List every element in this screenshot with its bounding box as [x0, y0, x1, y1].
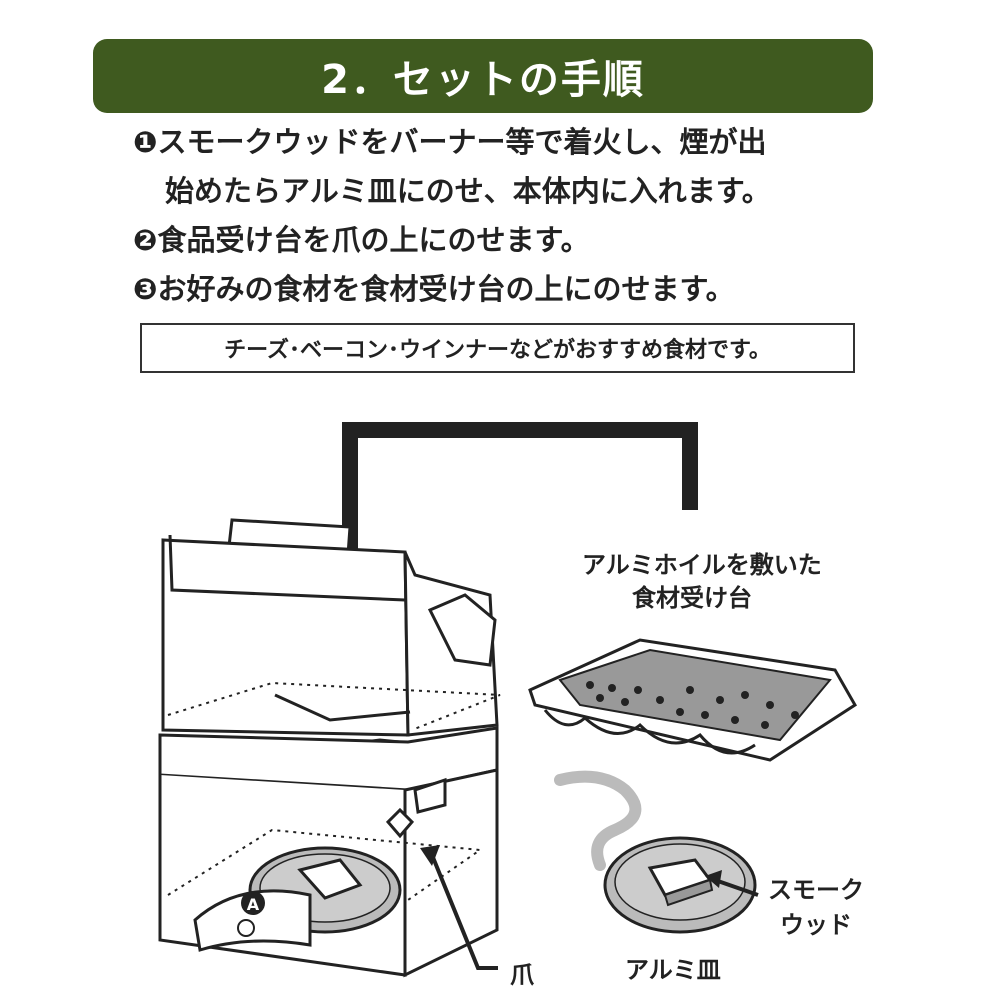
box-front-door — [193, 889, 312, 952]
recommendation-note: チーズ･ベーコン･ウインナーなどがおすすめ食材です。 — [140, 323, 855, 373]
box-lower-side — [403, 768, 499, 978]
smokewood-pointer-line — [714, 878, 759, 897]
rack-rail-1 — [274, 693, 411, 722]
tray-scallops — [543, 709, 756, 755]
setup-diagram: A — [158, 422, 858, 978]
step-2: ❷食品受け台を爪の上にのせます。 — [133, 223, 590, 257]
step-3: ❸お好みの食材を食材受け台の上にのせます。 — [133, 272, 735, 306]
door-badge — [241, 891, 265, 915]
tray-label-line-2: 食材受け台 — [632, 584, 752, 612]
smokewood-label-line-1: スモーク — [768, 876, 864, 904]
section-header: 2．セットの手順 — [93, 39, 873, 113]
tray-label-line-1: アルミホイルを敷いた — [582, 551, 822, 579]
steps-list: ❶スモークウッドをバーナー等で着火し、煙が出 始めたらアルミ皿にのせ、本体内に入… — [133, 118, 873, 314]
box-dotted-level-upper — [167, 681, 501, 731]
claw-pointer-line — [430, 854, 498, 970]
claw-diamond — [385, 807, 415, 839]
dish-label: アルミ皿 — [625, 956, 721, 984]
box-handle — [413, 777, 447, 814]
claw-pointer-head — [420, 845, 440, 866]
tray-foil — [558, 648, 832, 742]
tray-holes — [586, 681, 799, 729]
smoke-swirl — [554, 770, 642, 871]
smokewood-pointer-head — [705, 870, 722, 888]
step-1-line-1: ❶スモークウッドをバーナー等で着火し、煙が出 — [133, 125, 767, 159]
door-hole — [237, 919, 255, 937]
section-title: 2．セットの手順 — [321, 57, 645, 103]
recommendation-text: チーズ･ベーコン･ウインナーなどがおすすめ食材です。 — [224, 338, 771, 363]
step-1-line-2: 始めたらアルミ皿にのせ、本体内に入れます。 — [165, 174, 771, 208]
box-right-flap — [427, 593, 497, 667]
door-badge-letter: A — [247, 895, 260, 914]
smokewood-label-line-2: ウッド — [780, 911, 852, 939]
wood-block-in-box — [297, 858, 363, 900]
claw-label: 爪 — [510, 961, 534, 989]
box-top-edge — [168, 534, 406, 602]
wood-block-outside-side — [663, 878, 714, 907]
